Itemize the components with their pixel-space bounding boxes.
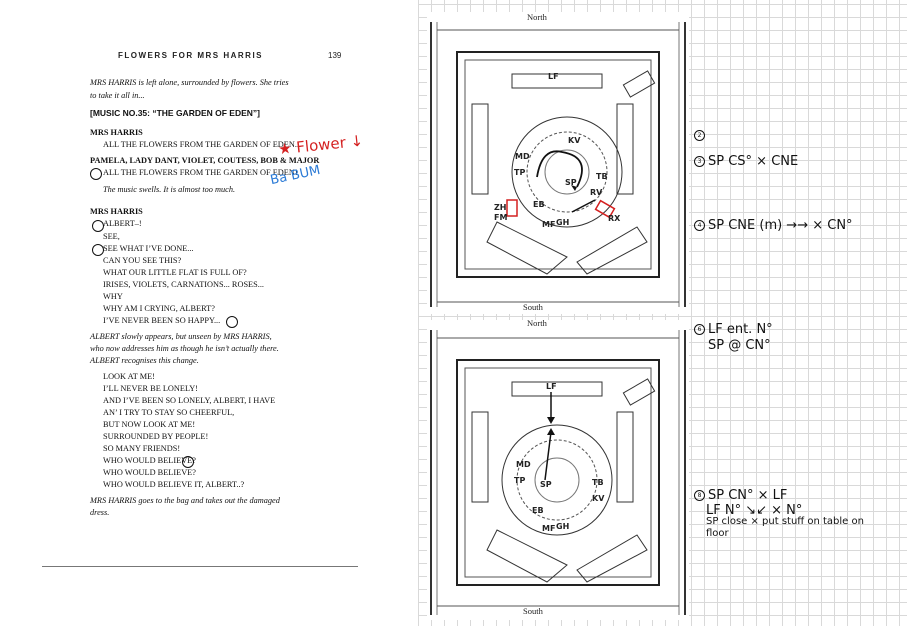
- note-text: SP CN° × LF: [708, 488, 788, 503]
- plan1-label: MD: [515, 152, 530, 161]
- plan1-label: ZH: [494, 203, 507, 212]
- handwritten-flower-note: ★ Flower ↓: [277, 131, 364, 159]
- plan1-label: RX: [608, 214, 621, 223]
- plan1-south-label: South: [523, 302, 543, 312]
- plan1-label: GH: [556, 218, 570, 227]
- plan2-label: MF: [542, 524, 556, 533]
- script-line: I’VE NEVER BEEN SO HAPPY...: [103, 316, 221, 325]
- script-line: ALBERT recognises this change.: [90, 356, 199, 365]
- page-number: 139: [328, 51, 342, 60]
- note-text: LF N° ↘↙ × N°: [706, 503, 803, 518]
- script-line: MRS HARRIS is left alone, surrounded by …: [90, 78, 289, 87]
- plan2-label: LF: [546, 382, 557, 391]
- note-number-circle: 6: [694, 324, 705, 335]
- stage-plan-2: [427, 320, 689, 620]
- script-line: WHO WOULD BELIEVE?: [103, 456, 196, 465]
- note-text: floor: [706, 528, 729, 539]
- plan2-label: TP: [514, 476, 526, 485]
- plan1-label: SP: [565, 178, 577, 187]
- blocking-note: SP @ CN°: [708, 338, 771, 353]
- script-line: IRISES, VIOLETS, CARNATIONS... ROSES...: [103, 280, 264, 289]
- script-line: ALBERT–!: [103, 219, 142, 228]
- script-line: WHO WOULD BELIEVE IT, ALBERT..?: [103, 480, 245, 489]
- script-line: I’LL NEVER BE LONELY!: [103, 384, 198, 393]
- movement-arrow: [544, 431, 552, 481]
- script-line: AN’ I TRY TO STAY SO CHEERFUL,: [103, 408, 235, 417]
- note-number-circle: 2: [694, 130, 705, 141]
- script-line: CAN YOU SEE THIS?: [103, 256, 182, 265]
- blocking-note: LF N° ↘↙ × N°: [706, 503, 802, 518]
- handwritten-babum-note: Ba BUM: [268, 162, 322, 189]
- script-line: WHAT OUR LITTLE FLAT IS FULL OF?: [103, 268, 247, 277]
- blocking-note: 2: [694, 128, 708, 143]
- plan2-label: TB: [592, 478, 604, 487]
- plan2-label: SP: [540, 480, 552, 489]
- script-line: who now addresses him as though he isn’t…: [90, 344, 279, 353]
- cue-circle: [92, 244, 104, 256]
- plan2-south-label: South: [523, 606, 543, 616]
- script-line: WHO WOULD BELIEVE?: [103, 468, 196, 477]
- script-line: WHY AM I CRYING, ALBERT?: [103, 304, 215, 313]
- script-page: FLOWERS FOR MRS HARRIS 139 MRS HARRIS is…: [0, 0, 400, 626]
- plan1-label: EB: [533, 200, 545, 209]
- script-line: SEE WHAT I’VE DONE...: [103, 244, 194, 253]
- plan1-label: MF: [542, 220, 556, 229]
- note-text: LF ent. N°: [708, 322, 773, 337]
- script-line: SEE,: [103, 232, 120, 241]
- script-line: AND I’VE BEEN SO LONELY, ALBERT, I HAVE: [103, 396, 276, 405]
- script-line: dress.: [90, 508, 110, 517]
- movement-arrow: [536, 150, 583, 188]
- script-line: MRS HARRIS: [90, 128, 143, 137]
- note-text: SP CNE (m) →→ × CN°: [708, 218, 853, 233]
- script-line: PAMELA, LADY DANT, VIOLET, COUTESS, BOB …: [90, 156, 320, 165]
- cue-circle: [92, 220, 104, 232]
- page-rule: [42, 566, 358, 567]
- plan2-label: EB: [532, 506, 544, 515]
- script-line: SURROUNDED BY PEOPLE!: [103, 432, 209, 441]
- red-marker: [506, 199, 518, 217]
- script-line: SO MANY FRIENDS!: [103, 444, 181, 453]
- plan1-label: LF: [548, 72, 559, 81]
- script-line: ALL THE FLOWERS FROM THE GARDEN OF EDEN.…: [103, 140, 302, 149]
- script-line: ALBERT slowly appears, but unseen by MRS…: [90, 332, 272, 341]
- blocking-note: SP close × put stuff on table on: [706, 516, 864, 527]
- script-line: to take it all in...: [90, 91, 145, 100]
- plan1-label: TP: [514, 168, 526, 177]
- plan1-label: TB: [596, 172, 608, 181]
- plan2-north-label: North: [527, 318, 547, 328]
- script-line: ALL THE FLOWERS FROM THE GARDEN OF EDEN!: [103, 168, 298, 177]
- running-head: FLOWERS FOR MRS HARRIS: [118, 51, 263, 60]
- script-line: LOOK AT ME!: [103, 372, 155, 381]
- note-number-circle: 8: [694, 490, 705, 501]
- script-line: MRS HARRIS: [90, 207, 143, 216]
- script-line: WHY: [103, 292, 123, 301]
- plan2-label: MD: [516, 460, 531, 469]
- cue-circle: [226, 316, 238, 328]
- note-number-circle: 4: [694, 220, 705, 231]
- plan1-label: FM: [494, 213, 508, 222]
- script-line: BUT NOW LOOK AT ME!: [103, 420, 196, 429]
- note-number-circle: 3: [694, 156, 705, 167]
- stage-plan-1: [427, 12, 689, 314]
- note-text: SP @ CN°: [708, 338, 771, 353]
- plan1-label: KV: [568, 136, 581, 145]
- note-text: SP close × put stuff on table on: [706, 516, 864, 527]
- plan2-label: GH: [556, 522, 570, 531]
- cue-circle: [182, 456, 194, 468]
- blocking-note: floor: [706, 528, 729, 539]
- plan1-label: RV: [590, 188, 603, 197]
- script-line: The music swells. It is almost too much.: [103, 185, 236, 194]
- script-line: MRS HARRIS goes to the bag and takes out…: [90, 496, 280, 505]
- plan1-north-label: North: [527, 12, 547, 22]
- cue-circle: [90, 168, 102, 180]
- red-marker: [594, 199, 616, 219]
- plan2-label: KV: [592, 494, 605, 503]
- script-line: [MUSIC NO.35: “THE GARDEN OF EDEN”]: [90, 108, 261, 118]
- note-text: SP CS° × CNE: [708, 154, 799, 169]
